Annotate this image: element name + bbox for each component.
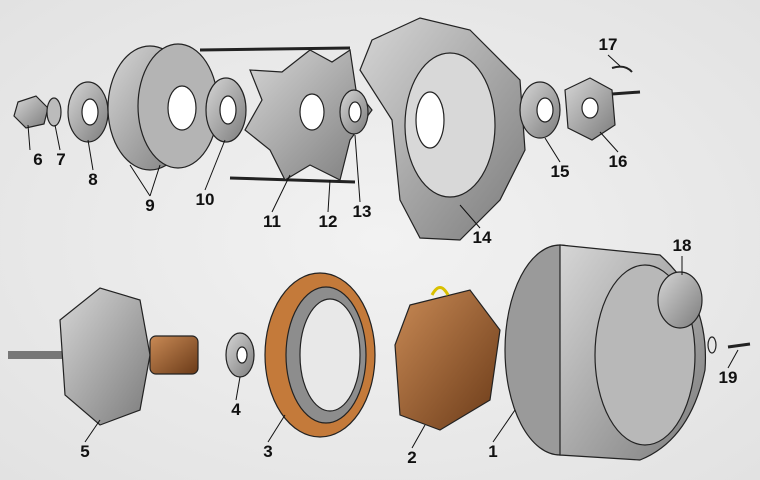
slip-rings: [149, 335, 199, 375]
screw-16: [611, 90, 641, 96]
part-label-12: 12: [318, 212, 338, 231]
part-label-10: 10: [195, 190, 215, 209]
part-label-16: 16: [608, 152, 628, 171]
part-label-17: 17: [598, 35, 618, 54]
rectifier-2: [394, 289, 501, 431]
screw-19: [727, 342, 751, 349]
clip-17: [611, 65, 633, 73]
part-label-4: 4: [231, 400, 241, 419]
part-label-6: 6: [33, 150, 43, 169]
part-label-2: 2: [407, 448, 417, 467]
part-label-18: 18: [672, 236, 692, 255]
part-label-1: 1: [488, 442, 498, 461]
part-label-8: 8: [88, 170, 98, 189]
part-label-14: 14: [472, 228, 492, 247]
part-label-19: 19: [718, 368, 738, 387]
part-label-11: 11: [263, 212, 281, 231]
leader-lines: [27, 54, 739, 449]
part-label-9: 9: [145, 196, 155, 215]
part-label-13: 13: [352, 202, 372, 221]
part-label-3: 3: [263, 442, 273, 461]
washer-7: [46, 97, 62, 127]
part-label-5: 5: [80, 442, 90, 461]
part-label-15: 15: [550, 162, 570, 181]
cap-18: [657, 271, 703, 329]
rotor-5: [59, 287, 151, 426]
part-label-7: 7: [56, 150, 66, 169]
nut-6: [13, 95, 49, 129]
